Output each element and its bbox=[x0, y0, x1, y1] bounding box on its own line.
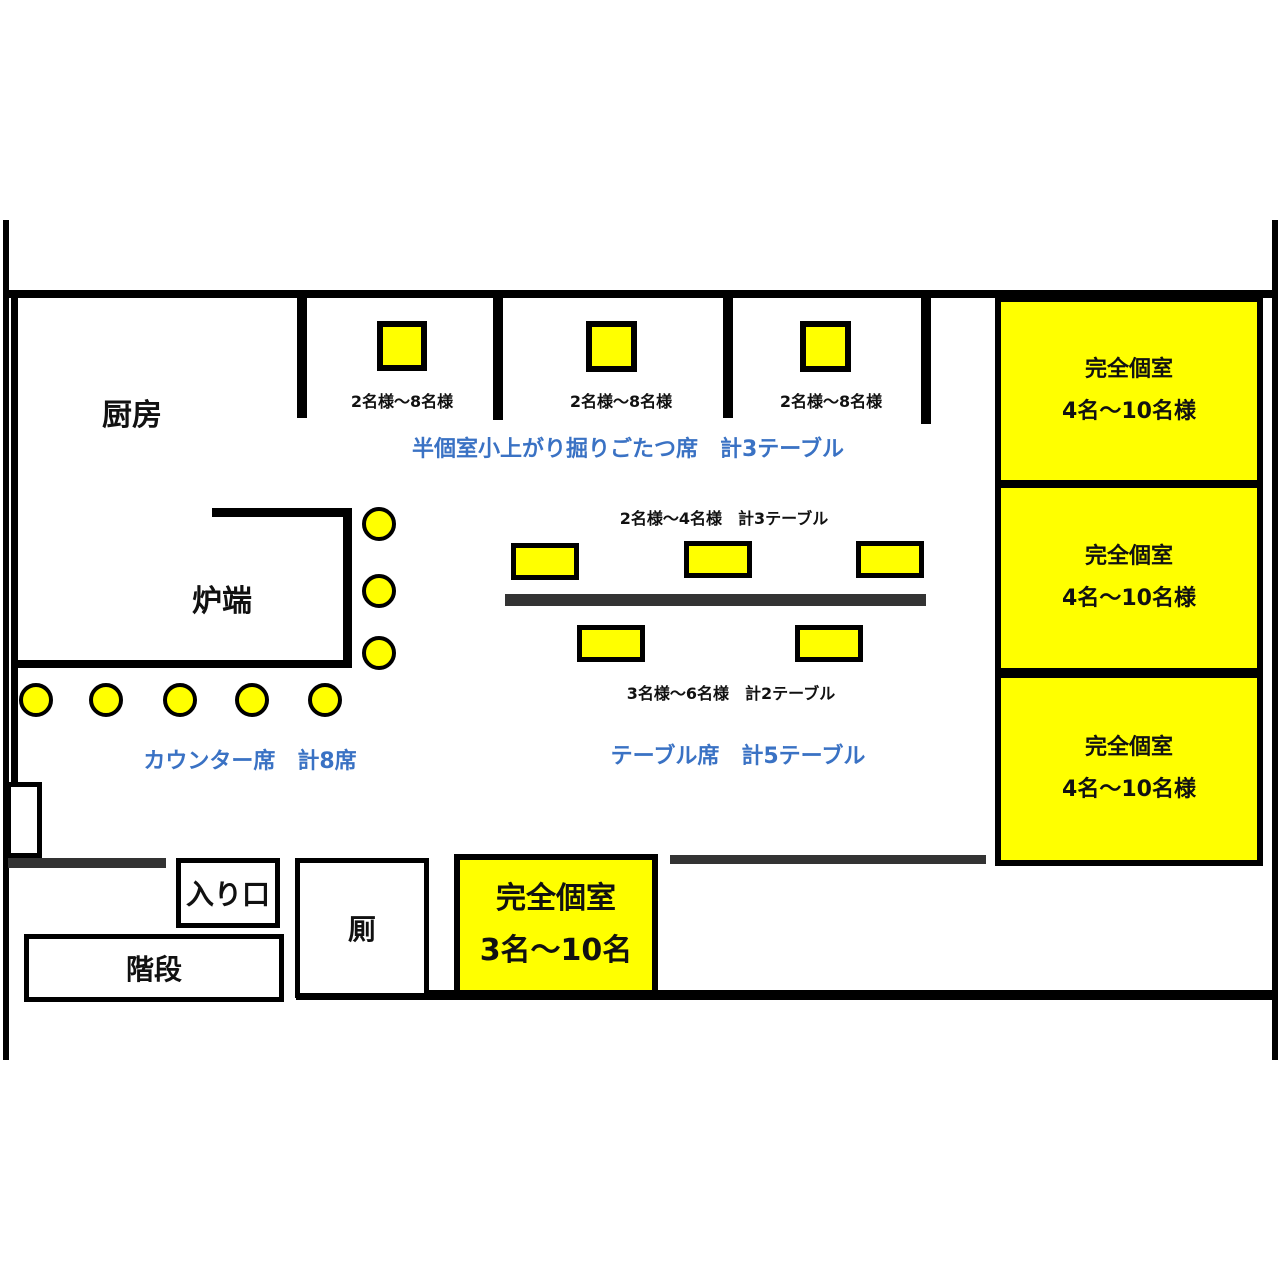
private-room-capacity: 3名～10名 bbox=[479, 933, 633, 968]
counter-seat[interactable] bbox=[362, 636, 396, 670]
robata-wall-top bbox=[212, 508, 352, 517]
counter-seat[interactable] bbox=[235, 683, 269, 717]
semi-private-table[interactable] bbox=[377, 321, 427, 371]
private-room-title: 完全個室 bbox=[1084, 544, 1173, 569]
private-room-4[interactable]: 完全個室 3名～10名 bbox=[454, 854, 658, 996]
semi-private-table[interactable] bbox=[586, 321, 637, 372]
table[interactable] bbox=[795, 625, 863, 662]
table-divider bbox=[505, 594, 926, 606]
counter-seat[interactable] bbox=[89, 683, 123, 717]
private-room-2[interactable]: 完全個室 4名～10名様 bbox=[995, 482, 1263, 674]
semi-private-capacity: 2名様～8名様 bbox=[779, 392, 883, 411]
partition bbox=[297, 298, 307, 418]
counter-label: カウンター席 計8席 bbox=[143, 749, 357, 774]
partition bbox=[723, 298, 733, 418]
kitchen-label: 厨房 bbox=[102, 398, 162, 433]
outer-wall-left bbox=[3, 220, 9, 1060]
top-wall bbox=[8, 290, 1272, 298]
semi-private-label: 半個室小上がり掘りごたつ席 計3テーブル bbox=[412, 437, 844, 462]
upper-tables-label: 2名様～4名様 計3テーブル bbox=[619, 509, 829, 528]
table[interactable] bbox=[577, 625, 645, 662]
side-door bbox=[6, 782, 42, 858]
counter-seat[interactable] bbox=[308, 683, 342, 717]
counter-seat[interactable] bbox=[163, 683, 197, 717]
robata-wall-right bbox=[343, 508, 352, 668]
entrance-label: 入り口 bbox=[185, 878, 270, 911]
toilet[interactable]: 厠 bbox=[295, 858, 429, 998]
lower-tables-label: 3名様～6名様 計2テーブル bbox=[626, 684, 836, 703]
table[interactable] bbox=[684, 541, 752, 578]
robata-wall-bottom bbox=[18, 660, 352, 668]
table-seats-label: テーブル席 計5テーブル bbox=[610, 744, 866, 769]
semi-private-table[interactable] bbox=[800, 321, 851, 372]
counter-seat[interactable] bbox=[362, 574, 396, 608]
table[interactable] bbox=[511, 543, 579, 580]
private-room-title: 完全個室 bbox=[1084, 735, 1173, 760]
private-room-3[interactable]: 完全個室 4名～10名様 bbox=[995, 672, 1263, 866]
toilet-label: 厠 bbox=[347, 913, 376, 946]
counter-seat[interactable] bbox=[19, 683, 53, 717]
table[interactable] bbox=[856, 541, 924, 578]
private-room-title: 完全個室 bbox=[1084, 357, 1173, 382]
stairs: 階段 bbox=[24, 934, 284, 1002]
partition bbox=[493, 298, 503, 420]
outer-wall-right bbox=[1272, 220, 1278, 1060]
wall-bottom-mid bbox=[670, 855, 986, 864]
partition bbox=[921, 298, 931, 424]
semi-private-capacity: 2名様～8名様 bbox=[350, 392, 454, 411]
inner-wall-left bbox=[11, 290, 18, 782]
entrance[interactable]: 入り口 bbox=[176, 858, 280, 928]
private-room-capacity: 4名～10名様 bbox=[1062, 399, 1196, 424]
stairs-label: 階段 bbox=[125, 953, 182, 986]
private-room-capacity: 4名～10名様 bbox=[1062, 777, 1196, 802]
wall-bottom-left bbox=[8, 858, 166, 868]
private-room-capacity: 4名～10名様 bbox=[1062, 586, 1196, 611]
private-room-title: 完全個室 bbox=[496, 881, 616, 916]
bottom-wall bbox=[296, 990, 1272, 1000]
semi-private-capacity: 2名様～8名様 bbox=[569, 392, 673, 411]
private-room-1[interactable]: 完全個室 4名～10名様 bbox=[995, 296, 1263, 486]
counter-seat[interactable] bbox=[362, 507, 396, 541]
robata-label: 炉端 bbox=[192, 584, 252, 619]
